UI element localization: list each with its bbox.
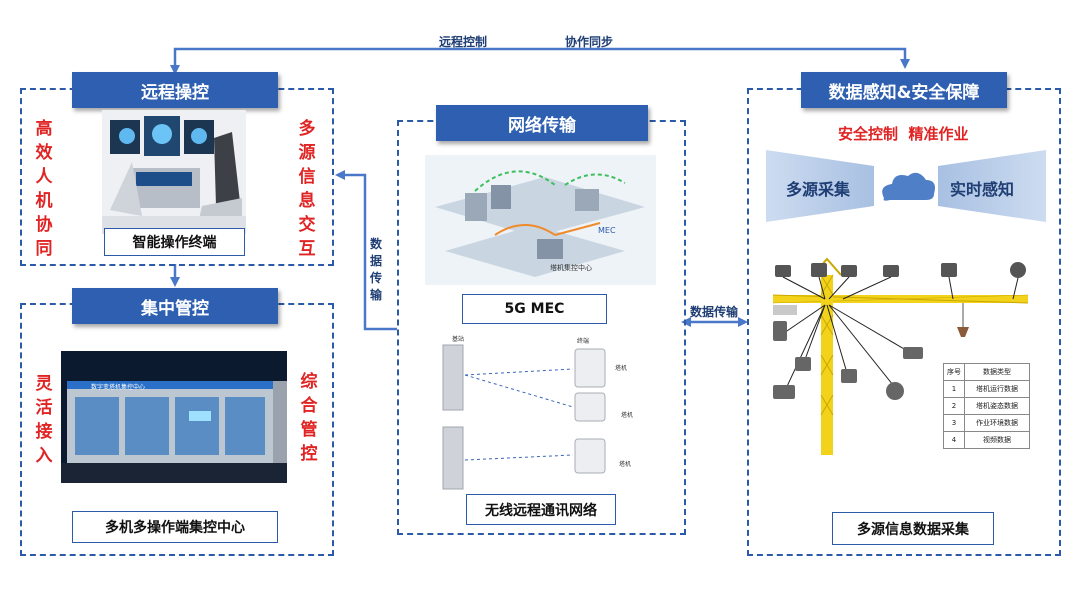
control-center-drawing: [61, 351, 287, 483]
mec-center-tag: 塔机集控中心: [550, 264, 592, 272]
sensing-left-wing: 多源采集: [786, 180, 851, 199]
wireless-diagram: [442, 344, 606, 490]
sensing-slogan: 安全控制 精准作业: [838, 125, 969, 143]
central-caption: 多机多操作端集控中心: [72, 511, 278, 543]
operator-console-image: [102, 110, 246, 234]
table-cell-type: 作业环境数据: [964, 414, 1030, 432]
data-link-vertical-label: 数据传输: [369, 237, 382, 302]
table-cell-index: 4: [943, 431, 965, 449]
central-left-vertical: 灵活接入: [35, 374, 53, 466]
table-header-type: 数据类型: [964, 363, 1030, 381]
mec-tag: MEC: [598, 226, 616, 235]
data-type-table: 序号 数据类型 1 塔机运行数据 2 塔机姿态数据 3 作业环境数据 4 视频数…: [943, 363, 1030, 449]
remote-ops-caption: 智能操作终端: [104, 228, 245, 256]
top-flow-label-right: 协作同步: [565, 35, 614, 49]
top-flow-label-left: 远程控制: [439, 35, 488, 49]
central-header: 集中管控: [72, 288, 278, 324]
crane-diagram: [772, 257, 1029, 455]
table-row: 4 视频数据: [943, 431, 1030, 449]
crane-label-3: 塔机: [619, 461, 632, 468]
crane-label-2: 塔机: [621, 412, 634, 419]
table-cell-index: 3: [943, 414, 965, 432]
table-cell-index: 1: [943, 380, 965, 398]
remote-ops-header: 远程操控: [72, 72, 278, 108]
table-cell-type: 塔机姿态数据: [964, 397, 1030, 415]
central-right-vertical: 综合管控: [300, 372, 318, 464]
table-header-index: 序号: [943, 363, 965, 381]
remote-ops-right-vertical: 多源信息交互: [298, 119, 316, 259]
sensing-caption: 多源信息数据采集: [832, 512, 994, 545]
remote-ops-left-vertical: 高效人机协同: [35, 119, 53, 259]
sensing-header: 数据感知&安全保障: [801, 72, 1007, 108]
table-cell-type: 塔机运行数据: [964, 380, 1030, 398]
network-header: 网络传输: [436, 105, 648, 141]
control-center-sign: 数字变塔机集控中心: [91, 384, 146, 391]
network-caption: 无线远程通讯网络: [466, 494, 616, 525]
crane-label-1: 塔机: [615, 365, 628, 372]
sensing-right-wing: 实时感知: [950, 180, 1015, 199]
table-row: 3 作业环境数据: [943, 414, 1030, 432]
table-row: 2 塔机姿态数据: [943, 397, 1030, 415]
control-center-image: 数字变塔机集控中心: [61, 351, 287, 483]
top-flow-arrow: [170, 47, 910, 75]
base-station-label: 基站: [452, 336, 465, 343]
terminal-label: 终端: [577, 338, 590, 345]
sensing-wings: [766, 150, 1046, 222]
table-row: 1 塔机运行数据: [943, 380, 1030, 398]
mec-caption: 5G MEC: [462, 294, 607, 324]
data-link-horizontal-label: 数据传输: [690, 305, 739, 319]
mec-scene-image: [425, 155, 656, 285]
table-cell-index: 2: [943, 397, 965, 415]
table-cell-type: 视频数据: [964, 431, 1030, 449]
network-link-arrow: [335, 170, 397, 331]
